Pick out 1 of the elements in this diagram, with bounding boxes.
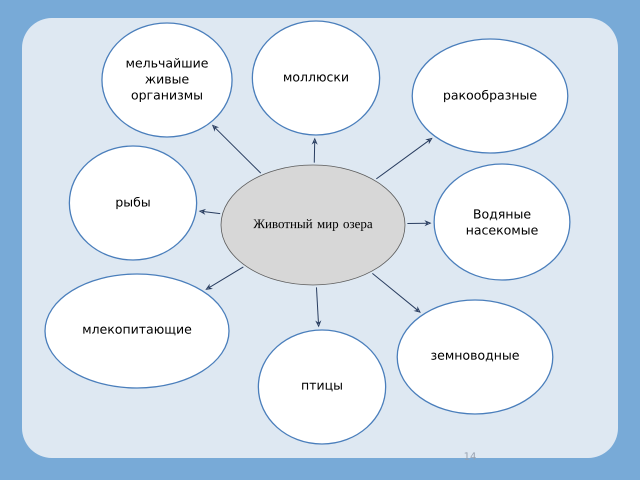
page-number: 14 <box>464 452 476 460</box>
